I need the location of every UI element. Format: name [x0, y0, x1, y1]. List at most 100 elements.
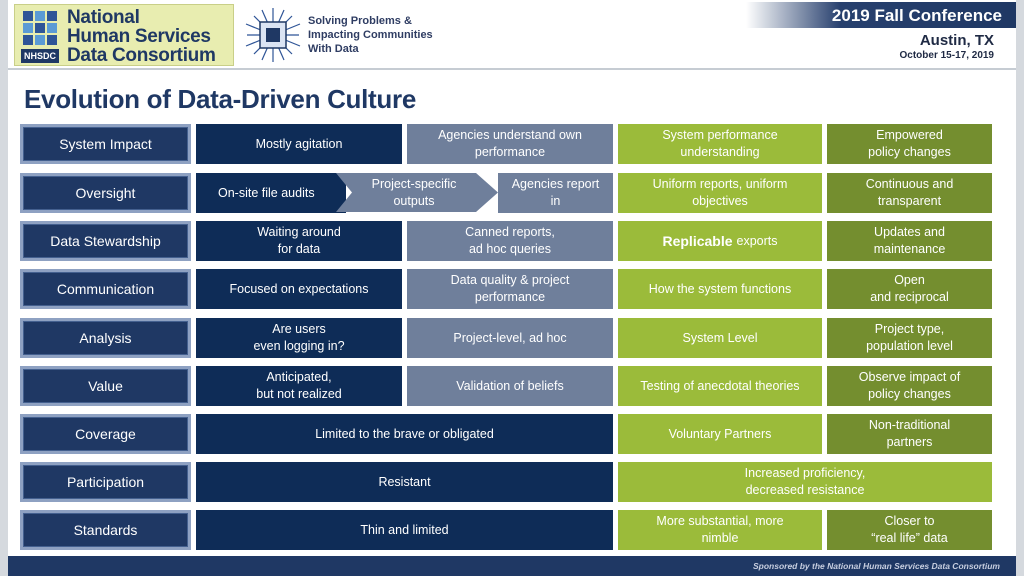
- cell-participation-stage1-2: Resistant: [196, 462, 613, 502]
- row-label-oversight: Oversight: [20, 173, 191, 213]
- cell-line: Project type,: [874, 322, 945, 336]
- cell-value-stage1: Anticipated, but not realized: [196, 366, 402, 406]
- row-label-coverage: Coverage: [20, 414, 191, 454]
- cell-system-impact-stage4: Empowered policy changes: [827, 124, 992, 164]
- cell-data-stewardship-stage2: Canned reports, ad hoc queries: [407, 221, 613, 261]
- circuit-globe-icon: [245, 8, 301, 62]
- cell-line: and reciprocal: [870, 290, 949, 304]
- tagline-line: Solving Problems &: [308, 15, 412, 27]
- footer-sponsor-text: Sponsored by the National Human Services…: [752, 561, 1000, 571]
- cell-line: Agencies report: [511, 177, 600, 191]
- cell-line: Anticipated,: [266, 370, 332, 384]
- cell-oversight-stage2: Agencies report in: [498, 173, 613, 213]
- cell-coverage-stage4: Non-traditional partners: [827, 414, 992, 454]
- logo-line: Data Consortium: [67, 45, 216, 66]
- cell-line: Canned reports,: [465, 225, 555, 239]
- cell-line: performance: [474, 290, 546, 304]
- conference-banner: 2019 Fall Conference: [746, 2, 1016, 28]
- cell-line: exports: [736, 233, 778, 248]
- cell-bold-text: Replicable: [662, 232, 733, 249]
- logo-line: Human Services: [67, 26, 211, 47]
- cell-standards-stage4: Closer to “real life” data: [827, 510, 992, 550]
- cell-line: Non-traditional: [868, 418, 951, 432]
- cell-communication-stage1: Focused on expectations: [196, 269, 402, 309]
- cell-line: nimble: [701, 531, 739, 545]
- cell-line: decreased resistance: [745, 483, 865, 497]
- cell-line: performance: [474, 145, 546, 159]
- cell-line: partners: [886, 435, 933, 449]
- cell-system-impact-stage1: Mostly agitation: [196, 124, 402, 164]
- cell-line: in: [550, 194, 561, 208]
- cell-line: Observe impact of: [858, 370, 961, 384]
- conference-dates: October 15-17, 2019: [899, 50, 995, 61]
- conference-city: Austin, TX: [919, 32, 994, 49]
- cell-line: but not realized: [256, 387, 342, 401]
- cell-line: Are users: [272, 322, 326, 336]
- cell-system-impact-stage2: Agencies understand own performance: [407, 124, 613, 164]
- cell-oversight-stage3: Uniform reports, uniform objectives: [618, 173, 822, 213]
- cell-line: Continuous and: [865, 177, 954, 191]
- cell-oversight-stage1: On-site file audits: [196, 173, 346, 213]
- cell-coverage-stage3: Voluntary Partners: [618, 414, 822, 454]
- cell-line: Increased proficiency,: [744, 466, 866, 480]
- logo-text: National Human Services Data Consortium: [67, 8, 235, 65]
- cell-line: Waiting around: [257, 225, 341, 239]
- cell-line: Updates and: [874, 225, 945, 239]
- cell-line: More substantial, more: [656, 514, 784, 528]
- cell-line: for data: [277, 242, 321, 256]
- cell-analysis-stage3: System Level: [618, 318, 822, 358]
- cell-line: policy changes: [868, 387, 951, 401]
- cell-line: Closer to: [884, 514, 935, 528]
- header: NHSDC National Human Services Data Conso…: [8, 0, 1016, 70]
- cell-standards-stage1-2: Thin and limited: [196, 510, 613, 550]
- cell-line: “real life” data: [871, 531, 948, 545]
- cell-oversight-project-outputs: Project-specific outputs: [352, 175, 476, 211]
- cell-line: System performance: [662, 128, 778, 142]
- tagline-line: Impacting Communities: [308, 29, 433, 41]
- row-label-participation: Participation: [20, 462, 191, 502]
- cell-line: understanding: [680, 145, 760, 159]
- logo-line: National: [67, 7, 140, 28]
- cell-line: outputs: [393, 194, 435, 208]
- cell-value-stage3: Testing of anecdotal theories: [618, 366, 822, 406]
- logo-badge: NHSDC: [21, 49, 59, 63]
- cell-line: maintenance: [873, 242, 946, 256]
- tagline-line: With Data: [308, 43, 359, 55]
- tagline: Solving Problems & Impacting Communities…: [308, 14, 468, 56]
- cell-line: Agencies understand own: [438, 128, 582, 142]
- cell-coverage-stage1-2: Limited to the brave or obligated: [196, 414, 613, 454]
- page-title: Evolution of Data-Driven Culture: [24, 84, 416, 114]
- row-label-data-stewardship: Data Stewardship: [20, 221, 191, 261]
- arrow-chevron-icon: [336, 173, 498, 212]
- cell-line: ad hoc queries: [468, 242, 551, 256]
- footer-bar: Sponsored by the National Human Services…: [8, 556, 1016, 576]
- row-label-value: Value: [20, 366, 191, 406]
- row-label-communication: Communication: [20, 269, 191, 309]
- cell-line: Uniform reports, uniform: [652, 177, 788, 191]
- cell-line: objectives: [692, 194, 748, 208]
- row-label-standards: Standards: [20, 510, 191, 550]
- cell-communication-stage3: How the system functions: [618, 269, 822, 309]
- cell-analysis-stage2: Project-level, ad hoc: [407, 318, 613, 358]
- cell-data-stewardship-stage1: Waiting around for data: [196, 221, 402, 261]
- cell-value-stage2: Validation of beliefs: [407, 366, 613, 406]
- nhsdc-logo: NHSDC National Human Services Data Conso…: [14, 4, 234, 66]
- cell-line: transparent: [877, 194, 942, 208]
- cell-communication-stage4: Open and reciprocal: [827, 269, 992, 309]
- cell-line: Empowered: [876, 128, 943, 142]
- cell-line: policy changes: [868, 145, 951, 159]
- cell-participation-stage3-4: Increased proficiency, decreased resistan…: [618, 462, 992, 502]
- cell-line: population level: [866, 339, 953, 353]
- cell-system-impact-stage3: System performance understanding: [618, 124, 822, 164]
- cell-oversight-stage4: Continuous and transparent: [827, 173, 992, 213]
- row-label-analysis: Analysis: [20, 318, 191, 358]
- cell-analysis-stage4: Project type, population level: [827, 318, 992, 358]
- cell-line: Open: [894, 273, 925, 287]
- cell-value-stage4: Observe impact of policy changes: [827, 366, 992, 406]
- cell-standards-stage3: More substantial, more nimble: [618, 510, 822, 550]
- cell-data-stewardship-stage4: Updates and maintenance: [827, 221, 992, 261]
- cell-line: Project-specific: [371, 177, 457, 191]
